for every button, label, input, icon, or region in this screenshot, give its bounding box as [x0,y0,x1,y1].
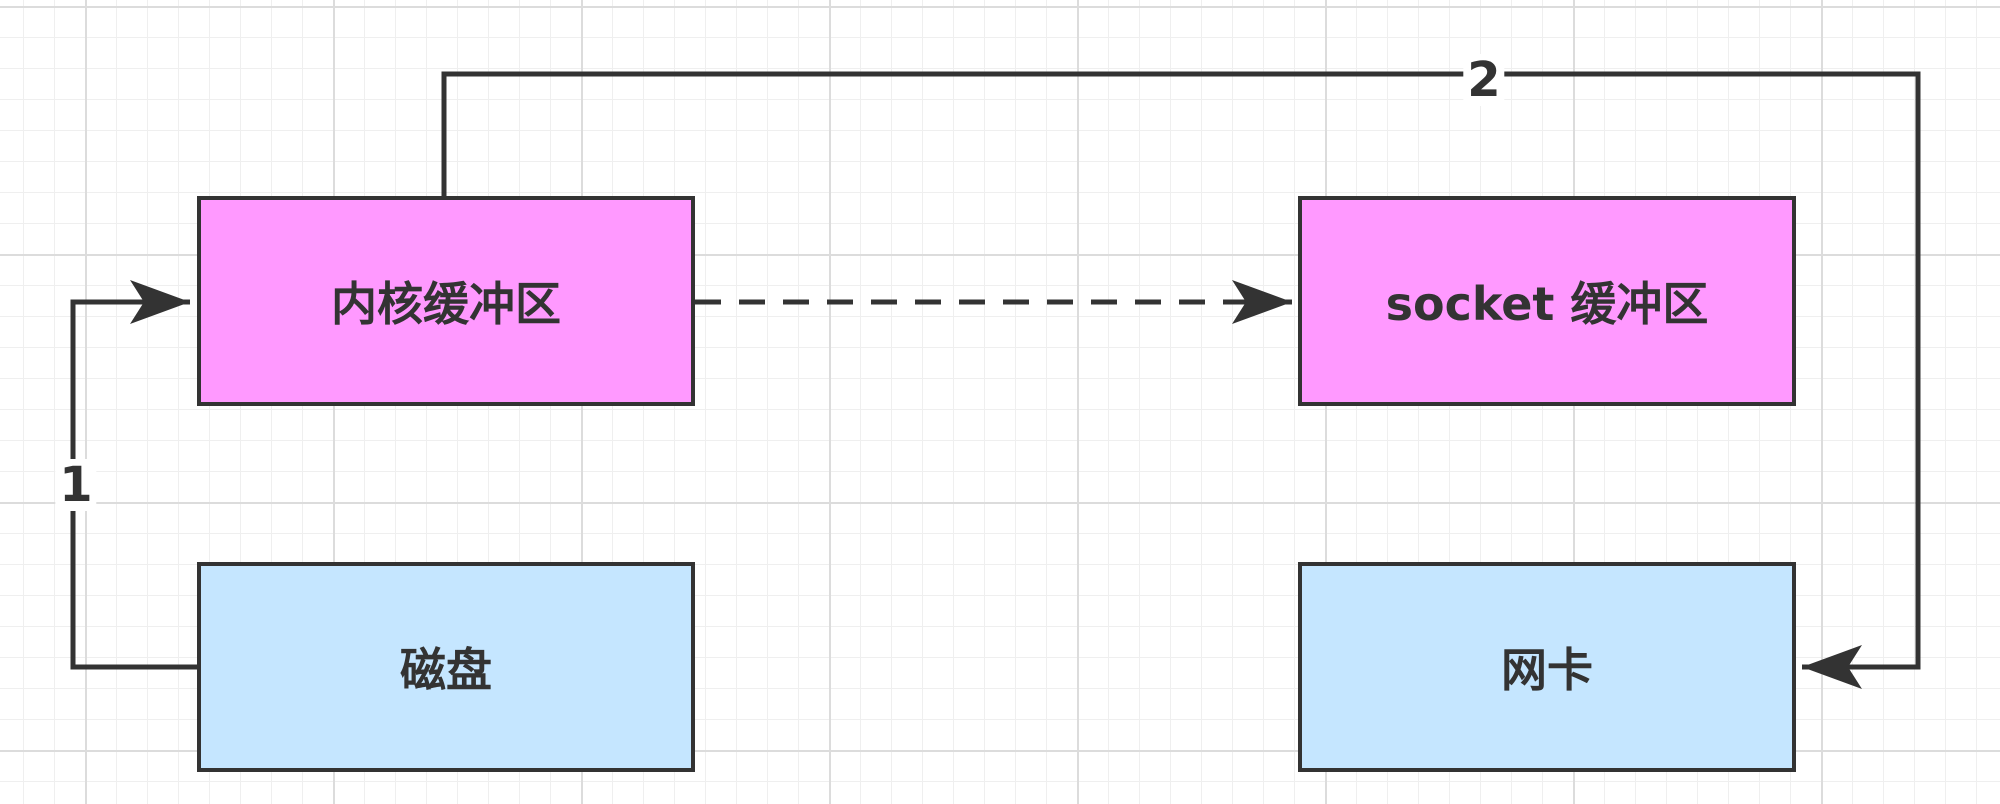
nic-node[interactable]: 网卡 [1298,562,1796,772]
socket-buffer-node[interactable]: socket 缓冲区 [1298,196,1796,406]
edge-label-step-1: 1 [55,459,97,511]
nic-label: 网卡 [1501,643,1593,697]
disk-node[interactable]: 磁盘 [197,562,695,772]
disk-label: 磁盘 [400,643,492,697]
edge-kernel-buffer-to-nic [441,71,1921,689]
kernel-buffer-label: 内核缓冲区 [331,277,561,331]
socket-buffer-label: socket 缓冲区 [1385,277,1709,331]
edge-label-step-2: 2 [1463,54,1505,106]
kernel-buffer-node[interactable]: 内核缓冲区 [197,196,695,406]
